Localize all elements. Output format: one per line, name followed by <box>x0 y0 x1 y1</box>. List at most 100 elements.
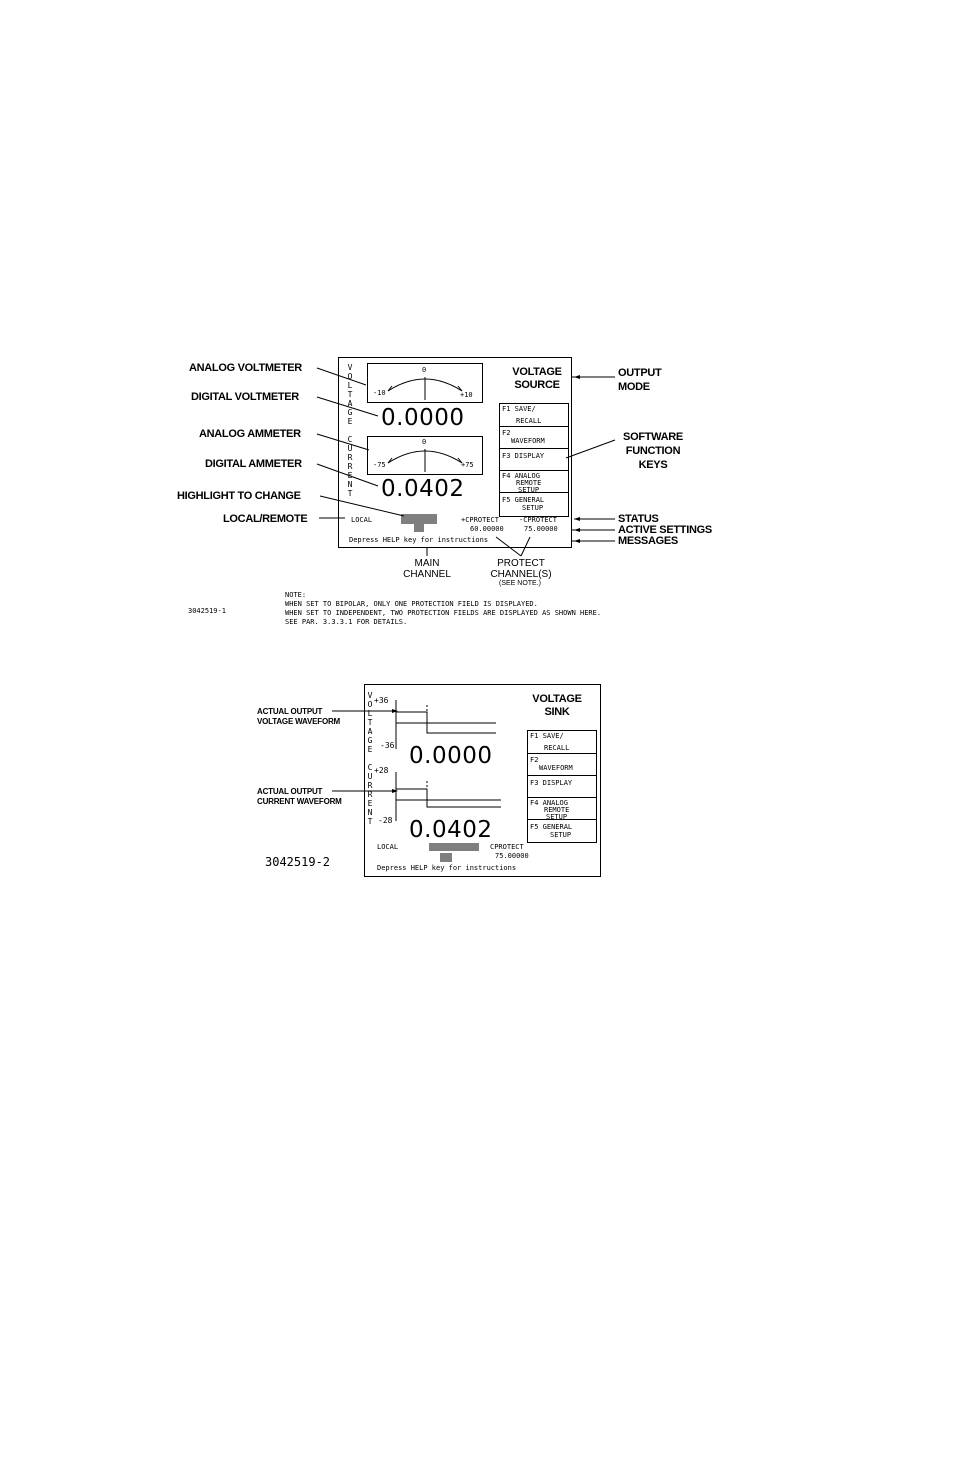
output-mode-line2-2: SINK <box>544 706 570 718</box>
figure-id-2: 3042519-2 <box>265 855 331 869</box>
label-voltage-waveform-2: VOLTAGE WAVEFORM <box>257 717 341 726</box>
minus-cprotect-label: -CPROTECT <box>519 516 557 524</box>
current-max-tick: +28 <box>374 766 389 775</box>
fkey-f3[interactable]: F3 DISPLAY <box>500 448 568 471</box>
fkey-f5[interactable]: F5 GENERAL SETUP <box>500 492 568 517</box>
label-analog-voltmeter: ANALOG VOLTMETER <box>189 362 302 374</box>
voltage-max-tick: +36 <box>374 696 389 705</box>
status-text-2: LOCAL <box>377 843 399 851</box>
current-axis-label-2: CURRENT <box>367 763 373 826</box>
fkey-f4[interactable]: F4 ANALOG REMOTE SETUP <box>500 470 568 494</box>
note-line3: SEE PAR. 3.3.3.1 FOR DETAILS. <box>285 618 408 626</box>
main-channel-highlight-2[interactable] <box>429 843 479 851</box>
fkey2-f5[interactable]: F5 GENERAL SETUP <box>528 819 596 843</box>
function-keys-2: F1 SAVE/ RECALL F2 WAVEFORM F3 DISPLAY F… <box>527 730 597 843</box>
ammeter-max: +75 <box>461 461 474 469</box>
digital-ammeter-reading: 0.0402 <box>381 476 465 502</box>
current-axis-label: CURRENT <box>347 435 353 498</box>
fkey-f4-line3: SETUP <box>518 486 540 494</box>
message-text-2: Depress HELP key for instructions <box>377 864 517 872</box>
fkey2-f3[interactable]: F3 DISPLAY <box>528 775 596 798</box>
fkey-f5-line2: SETUP <box>522 504 544 512</box>
fkey-f3-line1: F3 DISPLAY <box>502 452 545 460</box>
cprotect-value-2: 75.00000 <box>495 852 529 860</box>
voltmeter-min: -10 <box>373 389 386 397</box>
cprotect-label-2: CPROTECT <box>490 843 524 851</box>
fkey-f4-line1: F4 ANALOG <box>502 472 540 480</box>
fkey2-f1-line2: RECALL <box>544 744 570 752</box>
label-highlight-to-change: HIGHLIGHT TO CHANGE <box>177 490 301 502</box>
voltmeter-mid: 0 <box>422 366 427 374</box>
fkey2-f4[interactable]: F4 ANALOG REMOTE SETUP <box>528 797 596 821</box>
digital-current-reading-2: 0.0402 <box>409 817 493 843</box>
ammeter-arc <box>387 449 463 472</box>
fkey-f4-line2: REMOTE <box>516 479 542 487</box>
fkey2-f5-line2: SETUP <box>550 831 572 839</box>
function-keys: F1 SAVE/ RECALL F2 WAVEFORM F3 DISPLAY F… <box>499 403 569 517</box>
fkey2-f5-line1: F5 GENERAL <box>530 823 573 831</box>
label-analog-ammeter: ANALOG AMMETER <box>199 428 301 440</box>
main-channel-highlight-stem <box>414 524 424 532</box>
digital-voltmeter-reading: 0.0000 <box>381 405 465 431</box>
fkey-f1[interactable]: F1 SAVE/ RECALL <box>500 404 568 427</box>
message-text: Depress HELP key for instructions <box>349 536 489 544</box>
fkey-f2[interactable]: F2 WAVEFORM <box>500 426 568 449</box>
waveform-plot <box>395 700 501 821</box>
fkey2-f1-line1: F1 SAVE/ <box>530 732 564 740</box>
current-min-tick: -28 <box>378 816 393 825</box>
fkey2-f2-line1: F2 <box>530 756 539 764</box>
fkey-f2-line2: WAVEFORM <box>511 437 545 445</box>
label-main-channel: MAIN CHANNEL <box>403 558 451 580</box>
fkey2-f3-line1: F3 DISPLAY <box>530 779 573 787</box>
status-text: LOCAL <box>351 516 373 524</box>
label-voltage-waveform-1: ACTUAL OUTPUT <box>257 707 323 716</box>
main-channel-highlight[interactable] <box>401 514 437 524</box>
label-local-remote: LOCAL/REMOTE <box>223 513 308 525</box>
label-active-settings: ACTIVE SETTINGS <box>618 524 712 536</box>
output-mode-line1-2: VOLTAGE <box>532 693 582 705</box>
plus-cprotect-value: 60.00000 <box>470 525 504 533</box>
label-messages: MESSAGES <box>618 535 678 547</box>
main-channel-highlight-stem-2 <box>440 853 452 862</box>
figure-id-1: 3042519-1 <box>188 607 226 615</box>
analog-ammeter: 0 -75 +75 <box>367 436 483 475</box>
fkey2-f1[interactable]: F1 SAVE/ RECALL <box>528 731 596 753</box>
label-see-note: (SEE NOTE.) <box>499 580 542 587</box>
fkey2-f4-line2: REMOTE <box>544 806 570 814</box>
label-output-mode: OUTPUT MODE <box>618 366 668 394</box>
label-protect-channels: PROTECT CHANNEL(S) <box>490 558 552 580</box>
label-software-function-keys: SOFTWARE FUNCTION KEYS <box>623 431 683 471</box>
fkey2-f2-line2: WAVEFORM <box>539 764 573 772</box>
voltmeter-max: +10 <box>460 391 473 399</box>
label-output-mode-text: OUTPUT MODE <box>618 367 662 393</box>
fkey2-f4-line1: F4 ANALOG <box>530 799 568 807</box>
label-status: STATUS <box>618 513 659 525</box>
fkey-f2-line1: F2 <box>502 429 511 437</box>
ammeter-mid: 0 <box>422 438 427 446</box>
voltage-min-tick: -36 <box>380 741 395 750</box>
note-line1: WHEN SET TO BIPOLAR, ONLY ONE PROTECTION… <box>285 600 538 608</box>
fkey-f1-line2: RECALL <box>516 417 542 425</box>
note-line2: WHEN SET TO INDEPENDENT, TWO PROTECTION … <box>285 609 602 617</box>
screen-voltage-source: VOLTAGE CURRENT 0 -10 +10 0.0000 0 <box>338 357 572 548</box>
note-heading: NOTE: <box>285 591 307 599</box>
ammeter-min: -75 <box>373 461 386 469</box>
label-current-waveform-1: ACTUAL OUTPUT <box>257 787 323 796</box>
label-current-waveform-2: CURRENT WAVEFORM <box>257 797 342 806</box>
fkey-f5-line1: F5 GENERAL <box>502 496 545 504</box>
screen-voltage-sink: VOLTAGE CURRENT +36 -36 +28 -28 0.0000 0… <box>364 684 601 877</box>
output-mode-line2: SOURCE <box>514 379 560 391</box>
voltmeter-arc <box>387 377 463 400</box>
label-digital-voltmeter: DIGITAL VOLTMETER <box>191 391 299 403</box>
plus-cprotect-label: +CPROTECT <box>461 516 499 524</box>
voltage-axis-label: VOLTAGE <box>347 363 353 426</box>
fkey2-f4-line3: SETUP <box>546 813 568 821</box>
fkey-f1-line1: F1 SAVE/ <box>502 405 536 413</box>
voltage-axis-label-2: VOLTAGE <box>367 691 373 754</box>
output-mode-line1: VOLTAGE <box>512 366 562 378</box>
minus-cprotect-value: 75.00000 <box>524 525 558 533</box>
fkey2-f2[interactable]: F2 WAVEFORM <box>528 753 596 776</box>
label-digital-ammeter: DIGITAL AMMETER <box>205 458 302 470</box>
digital-voltage-reading-2: 0.0000 <box>409 743 493 769</box>
analog-voltmeter: 0 -10 +10 <box>367 363 483 403</box>
